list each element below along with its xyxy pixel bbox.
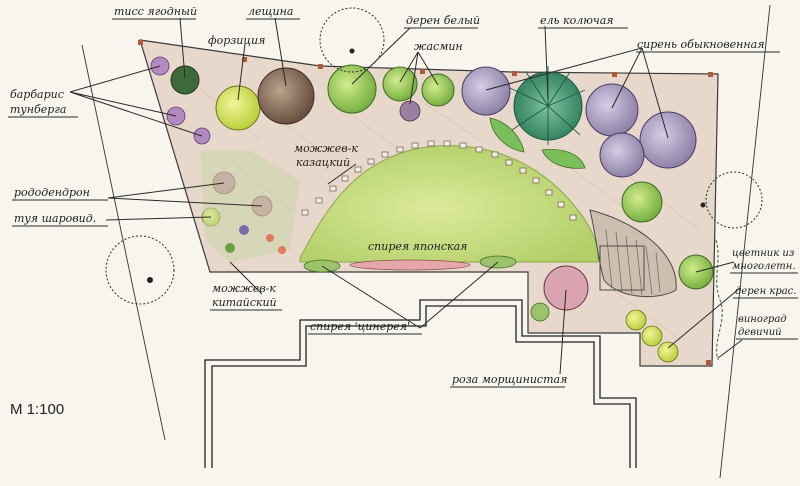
- plants: [150, 56, 714, 363]
- lawn: [299, 145, 599, 263]
- label-zhasmin: жасмин: [414, 40, 463, 53]
- tree-outlines: [105, 7, 763, 305]
- plant-labels: тисс ягодный лещина форзиция дерен белый…: [10, 5, 796, 386]
- fence-posts: [138, 40, 713, 365]
- label-tuya: туя шаровид.: [14, 212, 96, 225]
- label-mozh-kazatsky-2: казацкий: [296, 156, 350, 169]
- label-spireya-tsinereya: спирея 'цинерея': [310, 320, 410, 333]
- label-el-kolyuchaya: ель колючая: [540, 14, 614, 27]
- label-mozh-kazatsky-1: можжев-к: [294, 142, 358, 155]
- patio: [589, 209, 677, 298]
- label-rododendron: рододендрон: [14, 186, 90, 199]
- house-outline: [204, 299, 637, 468]
- label-tsvetnik-1: цветник из: [732, 248, 794, 259]
- stepping-stones: [301, 140, 577, 221]
- construction-lines: [81, 4, 771, 479]
- label-forzitsiya: форзиция: [208, 34, 265, 47]
- vine: [715, 239, 723, 361]
- label-barbaris-2: тунберга: [10, 103, 66, 116]
- label-spireya-yaponskaya: спирея японская: [368, 240, 467, 253]
- label-mozh-kitaisky-1: можжев-к: [212, 282, 276, 295]
- label-tsvetnik-2: многолетн.: [732, 261, 796, 272]
- scale-label: М 1:100: [10, 401, 64, 418]
- label-underlines: [8, 18, 798, 388]
- label-vinograd-1: виноград: [738, 314, 787, 325]
- label-deren-krasny: дерен крас.: [735, 286, 796, 297]
- label-mozh-kitaisky-2: китайский: [212, 296, 277, 309]
- tree-trunks: [147, 48, 706, 283]
- label-tiss: тисс ягодный: [114, 5, 197, 18]
- leader-lines: [69, 17, 743, 375]
- label-roza: роза морщинистая: [452, 373, 567, 386]
- label-deren-bely: дерен белый: [406, 14, 480, 27]
- label-siren: сирень обыкновенная: [637, 38, 765, 51]
- label-leshina: лещина: [248, 5, 293, 18]
- label-barbaris-1: барбарис: [10, 88, 64, 101]
- label-vinograd-2: девичий: [738, 327, 782, 338]
